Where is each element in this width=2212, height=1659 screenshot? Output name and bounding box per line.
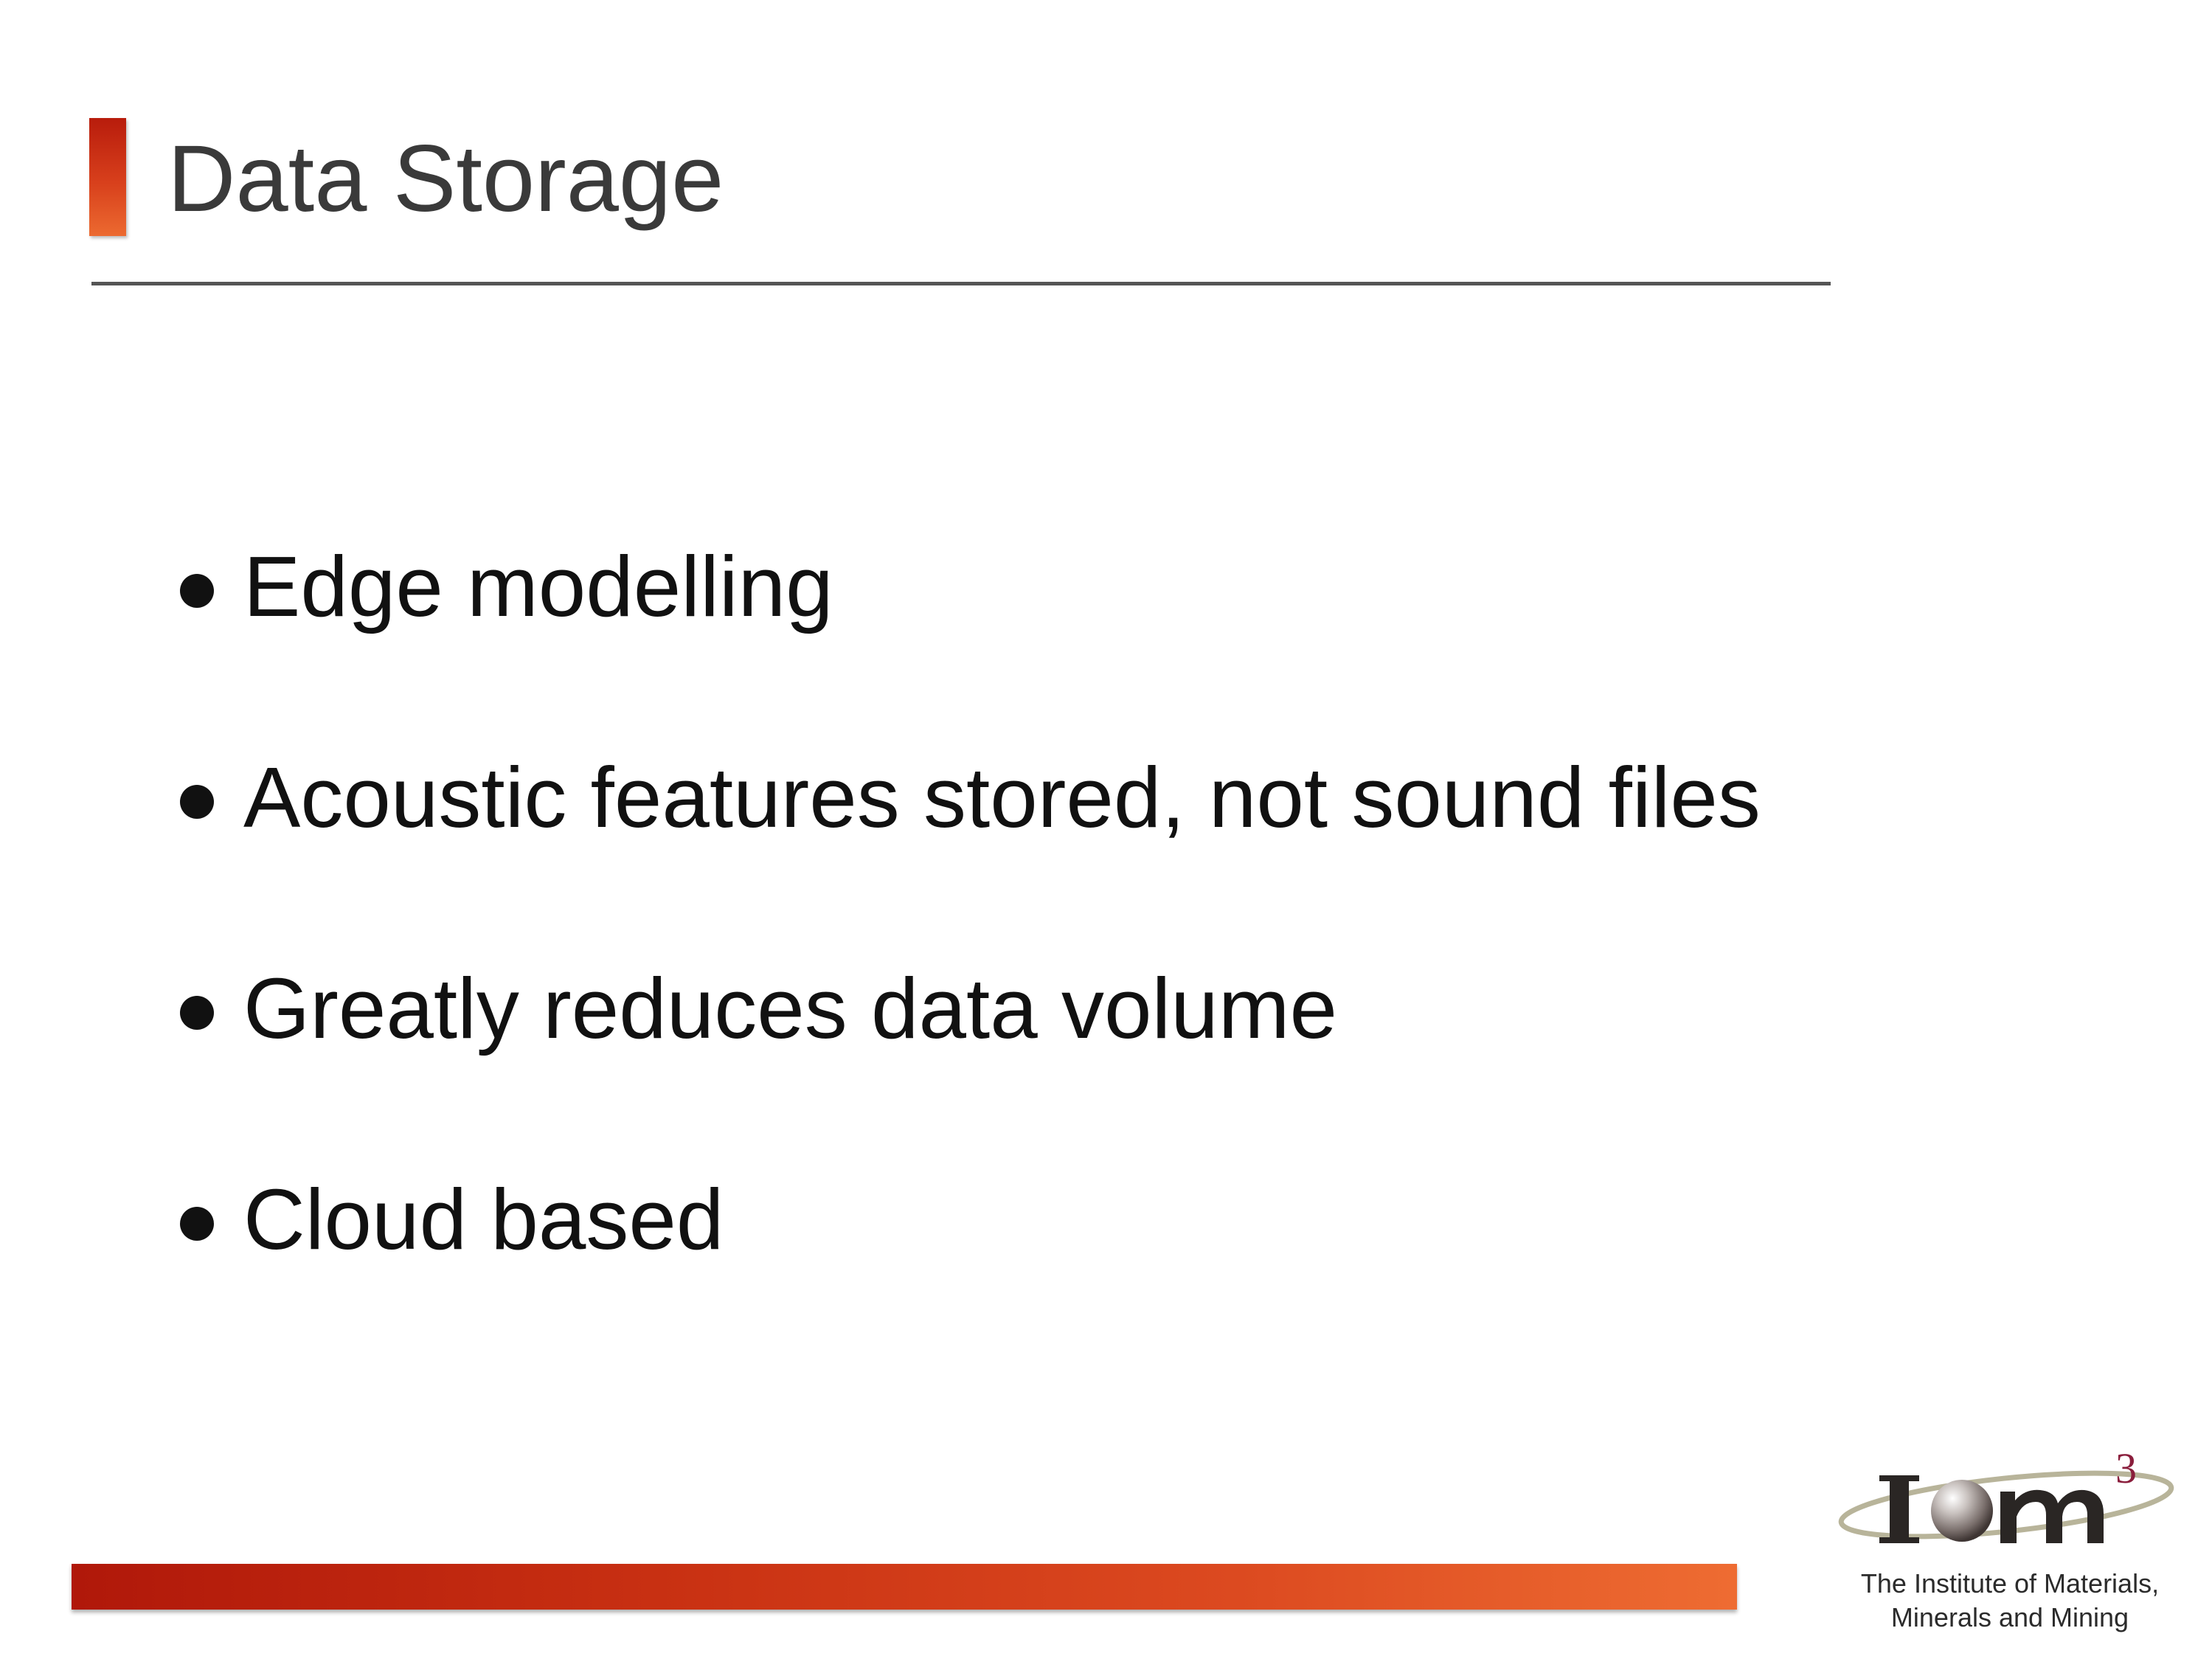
- bullet-item: Edge modelling: [177, 531, 1761, 742]
- bullet-dot-icon: [180, 785, 214, 819]
- bullet-text: Cloud based: [243, 1171, 724, 1267]
- iom3-logo: 3 The Institute of Materials, Minerals a…: [1837, 1446, 2183, 1638]
- bullet-dot-icon: [180, 996, 214, 1030]
- bullet-item: Cloud based: [177, 1164, 1761, 1375]
- bullet-text: Acoustic features stored, not sound file…: [243, 749, 1761, 845]
- svg-text:3: 3: [2115, 1446, 2137, 1492]
- title-divider: [91, 282, 1831, 285]
- bullet-text: Edge modelling: [243, 538, 833, 634]
- logo-caption-line1: The Institute of Materials,: [1860, 1568, 2160, 1599]
- logo-caption: The Institute of Materials, Minerals and…: [1837, 1567, 2183, 1635]
- bullet-dot-icon: [180, 574, 214, 608]
- bullet-list: Edge modelling Acoustic features stored,…: [177, 531, 1761, 1375]
- bullet-item: Acoustic features stored, not sound file…: [177, 742, 1761, 953]
- logo-caption-line2: Minerals and Mining: [1890, 1602, 2129, 1632]
- title-accent-bar: [89, 118, 126, 236]
- bullet-text: Greatly reduces data volume: [243, 960, 1337, 1056]
- slide-title: Data Storage: [167, 126, 724, 232]
- footer-gradient-bar: [72, 1564, 1737, 1610]
- bullet-dot-icon: [180, 1207, 214, 1241]
- iom3-logo-icon: 3: [1838, 1446, 2174, 1543]
- bullet-item: Greatly reduces data volume: [177, 953, 1761, 1164]
